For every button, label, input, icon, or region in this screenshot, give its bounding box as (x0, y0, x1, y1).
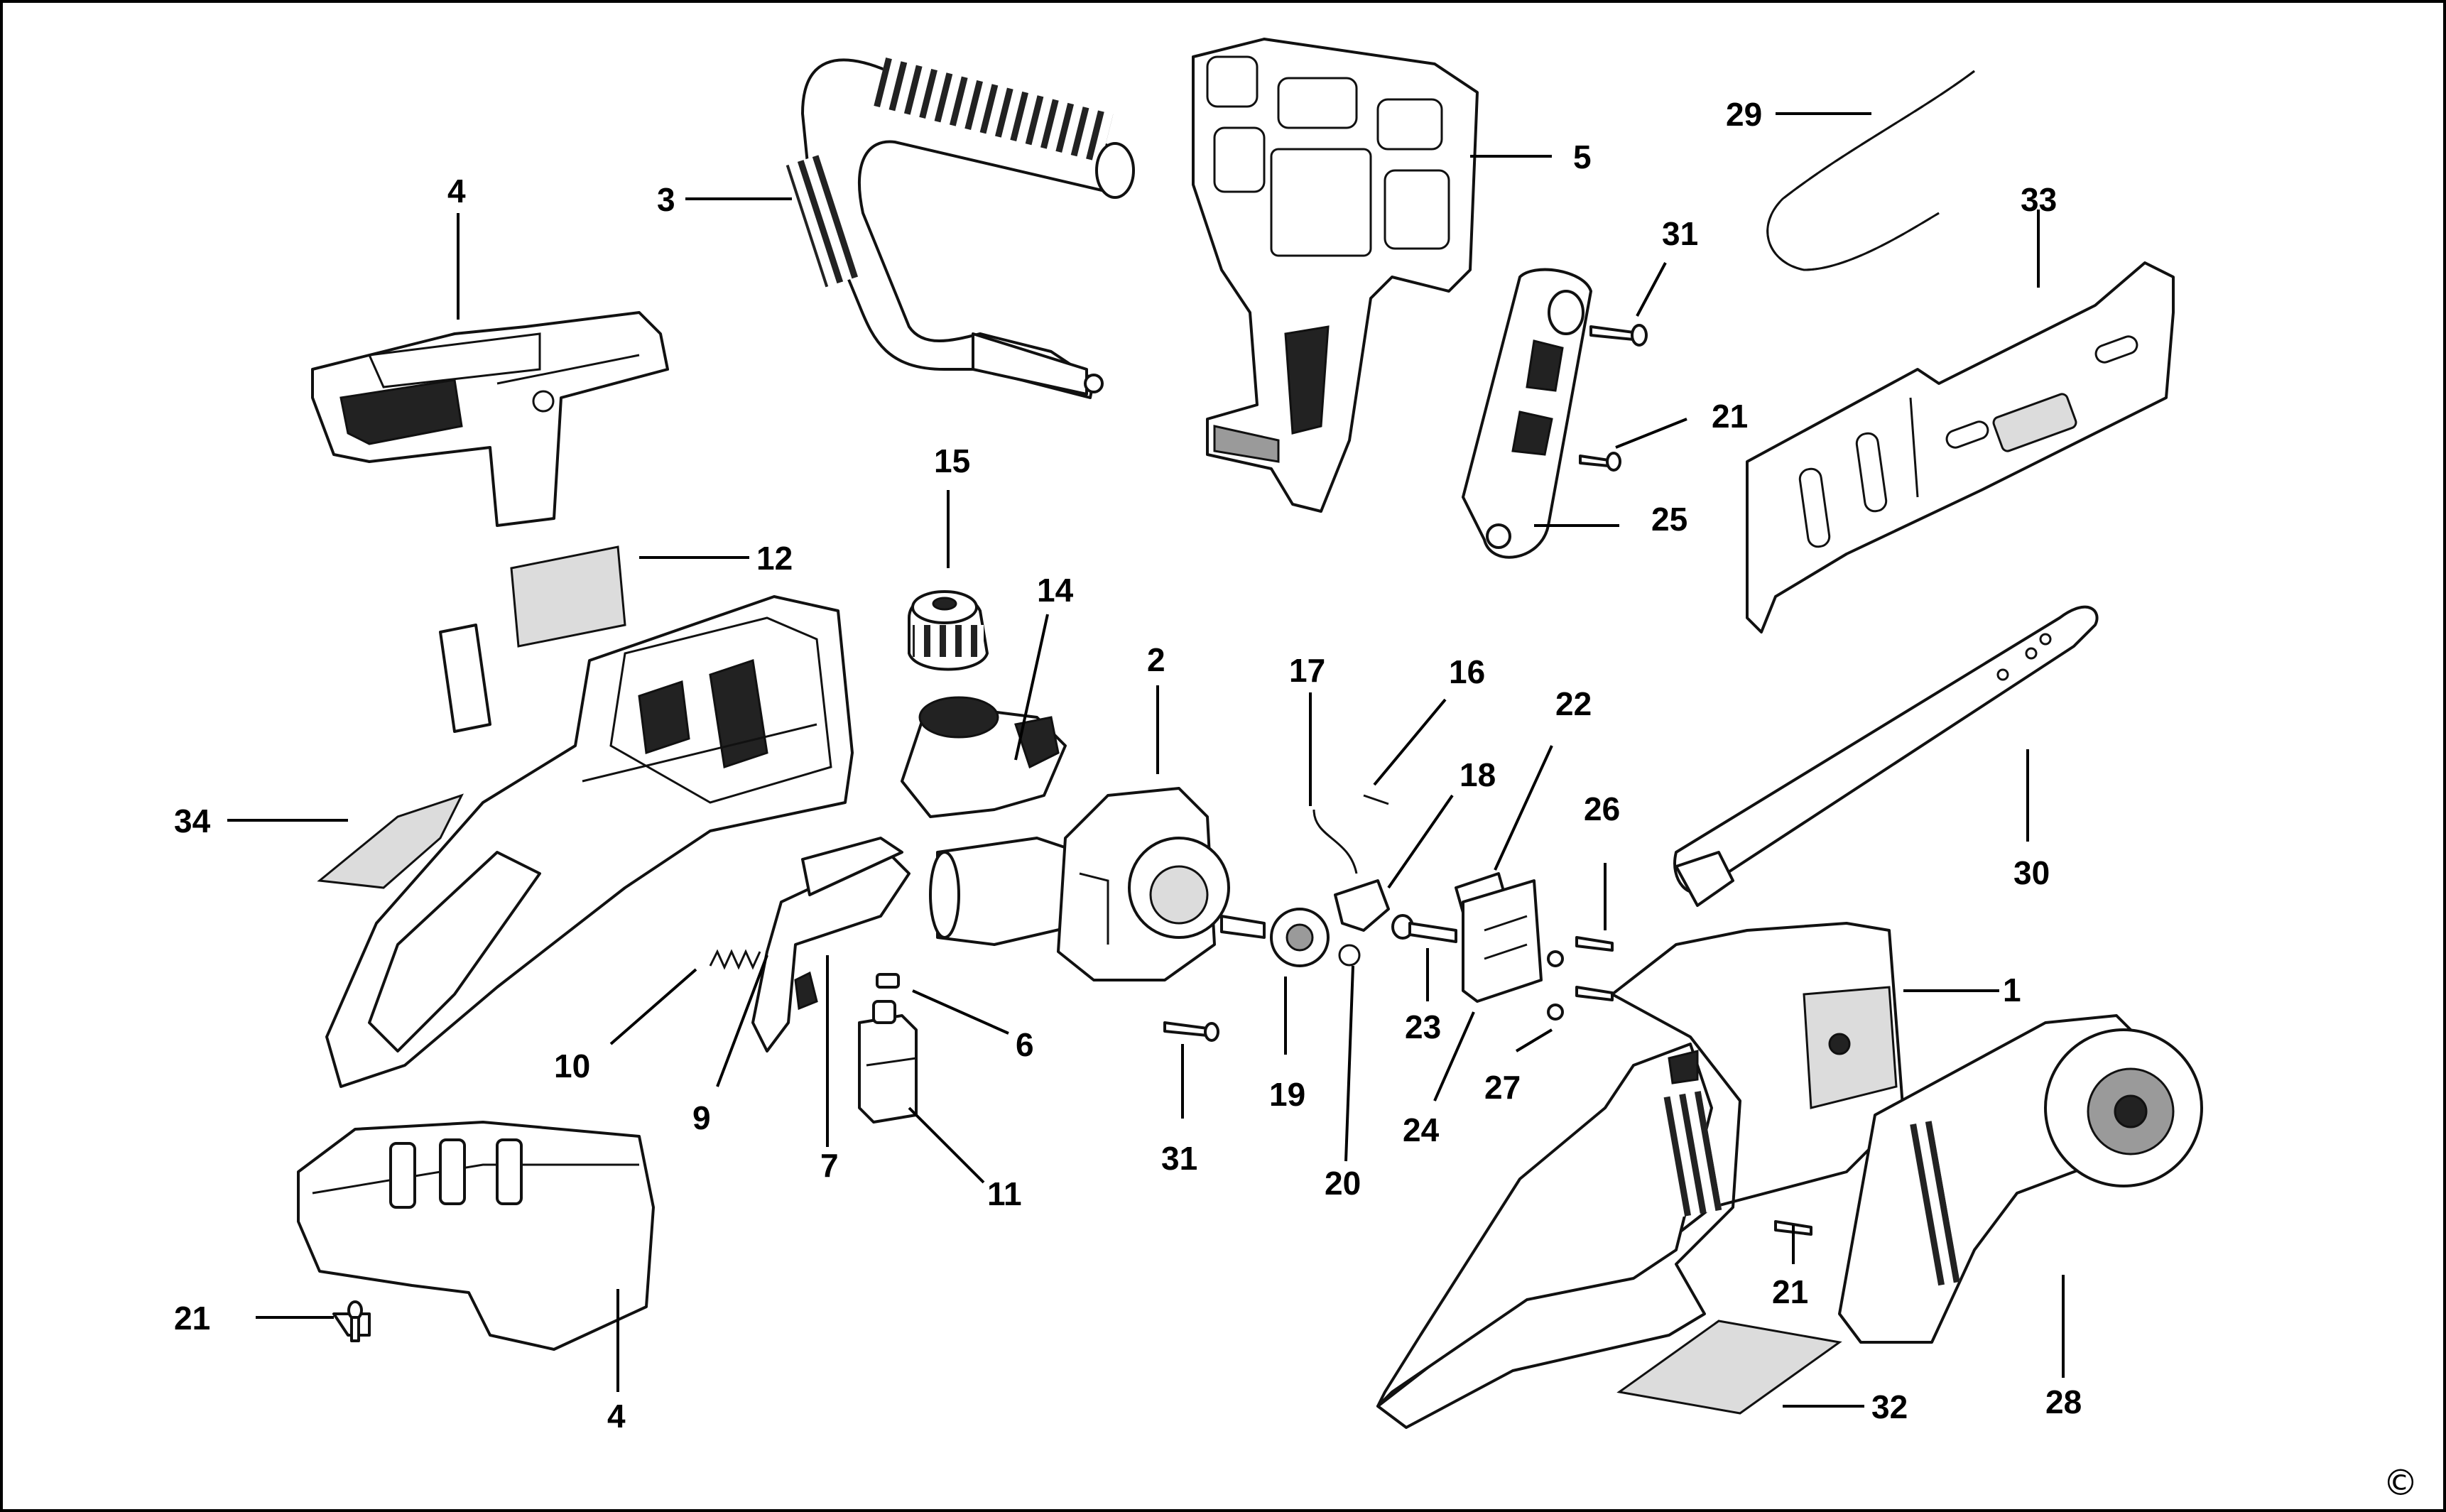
callout-27: 27 (1484, 1069, 1521, 1106)
part-3-front-handle (786, 57, 1135, 399)
callout-20: 20 (1325, 1165, 1361, 1202)
callout-31-top: 31 (1662, 215, 1698, 252)
callout-12: 12 (756, 540, 793, 577)
callout-30: 30 (2013, 854, 2050, 891)
part-21-screw-bottom-left (347, 1300, 363, 1342)
callout-1: 1 (2003, 972, 2021, 1008)
part-31-screw-top (1589, 324, 1648, 347)
part-33-bar-cover (1746, 261, 2175, 633)
callout-34: 34 (174, 803, 211, 839)
part-24-bar-plate (1462, 879, 1543, 1003)
part-15-oil-cap (908, 590, 989, 671)
callout-26: 26 (1584, 790, 1620, 827)
callout-23: 23 (1405, 1008, 1441, 1045)
callout-3: 3 (657, 181, 675, 218)
part-4-bottom-base (297, 1121, 655, 1351)
part-housing-left (325, 595, 854, 1088)
callout-14: 14 (1037, 572, 1074, 609)
part-19-sprocket (1270, 908, 1330, 967)
callout-7: 7 (820, 1147, 839, 1184)
part-34-sticker (317, 793, 464, 889)
callout-22: 22 (1555, 685, 1592, 722)
callout-33: 33 (2021, 181, 2057, 218)
copyright-symbol: © (2383, 1462, 2418, 1503)
callout-16: 16 (1449, 653, 1485, 690)
part-27-screws (1547, 950, 1564, 1021)
callout-28: 28 (2045, 1383, 2082, 1420)
callout-21-left: 21 (174, 1300, 210, 1337)
callout-18: 18 (1460, 756, 1496, 793)
part-4-top-cover (311, 311, 669, 527)
callout-21-right: 21 (1772, 1273, 1808, 1310)
callout-4-top: 4 (447, 173, 466, 210)
part-31-screw-bottom (1163, 1021, 1219, 1042)
callout-32: 32 (1871, 1388, 1908, 1425)
part-20-clip (1338, 944, 1361, 967)
part-32-label (1616, 1320, 1842, 1415)
part-21-screw-mid (1579, 452, 1621, 472)
part-25-bar-plate (1462, 268, 1592, 559)
callout-9: 9 (692, 1099, 711, 1136)
callout-11: 11 (987, 1175, 1022, 1212)
callout-labels: 1 2 3 4 4 5 6 7 9 10 11 12 14 15 16 17 1… (174, 96, 2418, 1503)
callout-2: 2 (1147, 641, 1165, 678)
part-23-bolt (1391, 914, 1457, 943)
part-29-saw-chain (1766, 70, 1975, 271)
part-5-rear-guard (1192, 38, 1479, 513)
part-14-oil-tank (901, 696, 1067, 818)
part-11-switch-block (858, 1000, 918, 1124)
callout-29: 29 (1726, 96, 1762, 133)
part-10-spring (709, 949, 761, 970)
part-16-hose-connector (1363, 794, 1389, 805)
callout-31-bottom: 31 (1161, 1140, 1197, 1177)
part-28-side-cover (1838, 1014, 2203, 1344)
part-26-screws (1575, 936, 1614, 1001)
part-7-switch-trigger (751, 837, 911, 1053)
callout-24: 24 (1403, 1111, 1440, 1148)
callout-6: 6 (1016, 1026, 1034, 1063)
part-18-oil-pump (1334, 879, 1390, 932)
callout-25: 25 (1651, 501, 1687, 538)
part-6-pin (876, 973, 900, 989)
leader-lines (227, 112, 2065, 1408)
callout-10: 10 (554, 1048, 590, 1084)
part-2-motor-gearbox (929, 787, 1266, 981)
part-1-right-housing (1376, 922, 1905, 1429)
callout-21-mid: 21 (1712, 398, 1748, 435)
part-12-label (439, 545, 626, 733)
callout-15: 15 (934, 442, 970, 479)
callout-5: 5 (1573, 138, 1592, 175)
part-17-oil-hose (1312, 809, 1358, 874)
callout-19: 19 (1269, 1076, 1305, 1113)
part-30-guide-bar (1673, 605, 2099, 907)
callout-17: 17 (1289, 652, 1325, 689)
callout-4-bottom: 4 (607, 1398, 626, 1435)
